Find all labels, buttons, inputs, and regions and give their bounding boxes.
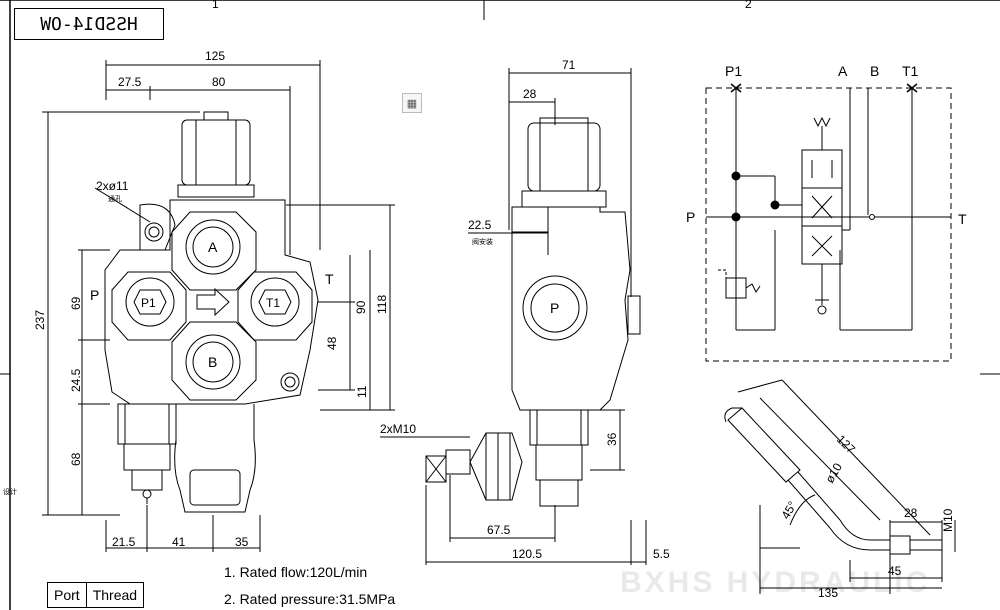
dim-spool-length: 68	[69, 452, 83, 466]
dim-center-width: 80	[212, 75, 226, 89]
port-t1-hex	[237, 271, 313, 341]
side-dim-top-offset: 28	[523, 87, 537, 101]
schematic-label-t: T	[958, 211, 967, 227]
handle-dim-angle: 45°	[778, 499, 799, 522]
dim-body-height: 118	[375, 295, 389, 314]
handle-dim-thread: M10	[941, 508, 955, 532]
mount-hole-note: 通孔	[108, 194, 122, 203]
port-p1-label: P1	[141, 296, 156, 310]
relief-valve-body	[117, 403, 177, 445]
port-b-label: B	[208, 354, 217, 370]
side-dim-handle-offset: 67.5	[487, 523, 511, 537]
side-dim-spacing: 5.5	[653, 547, 670, 561]
side-label-t: T	[325, 271, 334, 287]
port-b-outer	[185, 334, 241, 390]
handle-nut	[889, 535, 911, 555]
front-handle-top	[181, 119, 251, 186]
table-header-thread: Thread	[85, 582, 145, 608]
port-a-inner	[192, 226, 234, 268]
dim-mid-bottom: 41	[172, 535, 186, 549]
side-port-p-inner	[530, 283, 580, 333]
side-rod-end	[425, 455, 447, 483]
port-t1-label: T1	[266, 296, 280, 310]
side-boot	[469, 432, 523, 501]
side-label-p: P	[90, 287, 99, 303]
dim-overall-height: 237	[33, 310, 47, 330]
schematic-label-b: B	[870, 63, 879, 79]
side-dim-overall-width: 71	[562, 58, 576, 72]
port-t1-outer	[250, 277, 300, 327]
dim-lower-offset: 24.5	[69, 368, 83, 392]
side-port-offset-note: 阀安装	[472, 237, 493, 246]
side-handle-top	[527, 122, 601, 192]
handle-dim-length: 127	[834, 432, 858, 456]
port-p1-hex	[111, 271, 187, 341]
dim-left-offset: 27.5	[118, 75, 142, 89]
port-a-hex	[171, 211, 257, 291]
junction-dot-2	[731, 212, 741, 222]
spool-box-1	[801, 149, 843, 189]
dim-b-offset: 11	[355, 385, 369, 398]
zone-number-2: 2	[745, 0, 752, 11]
zoom-icon[interactable]: ▦	[402, 93, 422, 113]
mount-hole-2	[280, 372, 300, 392]
schematic-label-p1: P1	[725, 63, 742, 79]
front-view: A B P1 T1	[42, 60, 395, 552]
side-boss	[627, 295, 641, 335]
dim-p1-height: 69	[69, 296, 83, 310]
front-body-outline	[104, 199, 319, 405]
side-view: P	[380, 68, 647, 565]
port-thread-table: Port Thread	[47, 582, 145, 608]
side-thread-label: 2xM10	[380, 422, 416, 436]
port-b-hex	[171, 321, 257, 401]
mount-hole-1	[144, 222, 164, 242]
spring-icon	[813, 116, 831, 128]
schematic-boundary	[705, 87, 952, 362]
note-rated-pressure: 2. Rated pressure:31.5MPa	[224, 591, 396, 607]
side-port-p-label: P	[550, 300, 559, 316]
dim-overall-width: 125	[205, 49, 225, 63]
port-p1-outer	[125, 277, 175, 327]
junction-dot-3	[770, 200, 780, 210]
handle-grip	[727, 407, 801, 483]
side-dim-port-offset: 22.5	[468, 218, 492, 232]
port-p1-mark	[730, 83, 742, 93]
side-dim-lower-height: 36	[605, 432, 619, 446]
junction-dot-1	[731, 171, 741, 181]
zone-number-1: 1	[212, 0, 219, 11]
side-port-p-outer	[522, 275, 588, 341]
lever-icon	[817, 305, 827, 315]
flow-arrow-icon	[196, 287, 230, 317]
handle-view	[724, 379, 956, 594]
spool-housing	[174, 404, 256, 513]
side-margin-mark: 设计	[3, 487, 17, 496]
handle-dim-overall: 135	[818, 586, 838, 600]
port-a-label: A	[208, 239, 218, 255]
mount-hole-label: 2xø11	[96, 179, 129, 193]
side-dim-overall-depth: 120.5	[512, 547, 542, 561]
schematic-label-p: P	[686, 209, 695, 225]
schematic-label-t1: T1	[902, 63, 919, 79]
dim-left-bottom: 21.5	[112, 535, 136, 549]
port-a-outer	[185, 219, 241, 275]
note-rated-flow: 1. Rated flow:120L/min	[224, 564, 368, 580]
dim-port-spacing: 90	[354, 300, 368, 314]
dim-right-bottom: 35	[235, 535, 249, 549]
watermark: BXHS HYDRAULIC	[620, 566, 931, 599]
dim-t-height: 48	[325, 336, 339, 350]
handle-dim-thread-length: 28	[904, 506, 918, 520]
handle-dim-offset: 45	[888, 564, 902, 578]
spool-box-3	[801, 225, 843, 265]
table-header-port: Port	[47, 582, 87, 608]
schematic-label-a: A	[838, 63, 848, 79]
side-body-outline	[511, 206, 631, 411]
hydraulic-schematic	[705, 83, 952, 362]
port-t1-mark	[906, 83, 918, 93]
port-b-inner	[192, 341, 234, 383]
table-header-row: Port Thread	[47, 582, 145, 608]
side-lower-valve	[529, 409, 589, 446]
